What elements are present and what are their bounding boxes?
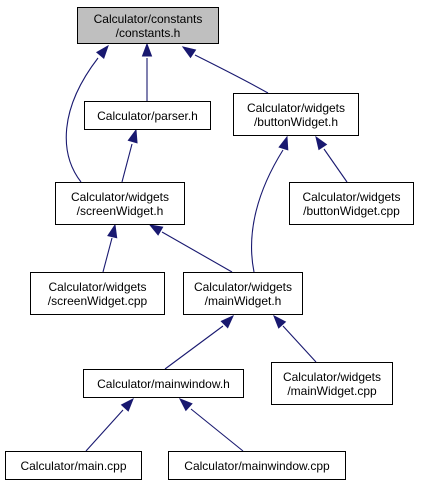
edge-main_cpp-to-mainwindow_h [85,409,124,452]
node-label-line2: /constants.h [115,25,181,40]
node-screenwidget-h[interactable]: Calculator/widgets /screenWidget.h [55,182,185,225]
edge-screen_widget_h-to-parser [121,143,133,183]
arrowhead-icon [148,224,164,236]
node-label-line2: /screenWidget.cpp [47,293,148,308]
edge-main_widget_h-to-screen_widget_h [161,231,233,273]
edge-mainwindow_cpp-to-mainwindow_h [190,408,244,452]
arrowhead-icon [273,314,287,329]
arrowhead-icon [107,223,118,239]
node-label-line1: Calculator/widgets [282,369,382,384]
edge-mainwindow_h-to-main_widget_h [164,325,224,370]
edge-screen_widget_cpp-to-screen_widget_h [102,237,113,273]
node-mainwidget-h[interactable]: Calculator/widgets /mainWidget.h [183,272,303,315]
node-label-line1: Calculator/widgets [70,189,170,204]
edge-main_widget_cpp-to-main_widget_h [282,325,317,363]
arrowhead-icon [141,42,153,57]
node-label-line1: Calculator/constants [93,11,203,26]
node-label-line1: Calculator/widgets [48,279,147,294]
node-label-line2: /screenWidget.h [76,203,164,218]
node-label-line2: /buttonWidget.h [253,114,339,129]
edge-button_widget_cpp-to-button_widget_h [323,148,348,183]
node-label-line2: /mainWidget.h [204,293,282,308]
node-mainwindow-cpp[interactable]: Calculator/mainwindow.cpp [168,451,346,480]
node-label-line1: Calculator/mainwindow.h [97,376,230,391]
node-label-line1: Calculator/widgets [246,100,346,115]
arrowhead-icon [178,398,193,412]
node-label-line1: Calculator/widgets [193,279,293,294]
arrowhead-icon [181,46,197,59]
node-label-line2: /buttonWidget.cpp [303,203,400,218]
node-label-line1: Calculator/main.cpp [20,458,127,473]
node-mainwidget-cpp[interactable]: Calculator/widgets /mainWidget.cpp [271,362,393,405]
arrowhead-icon [220,314,235,329]
arrowhead-icon [120,397,134,412]
node-screenwidget-cpp[interactable]: Calculator/widgets /screenWidget.cpp [30,272,165,315]
node-buttonwidget-h[interactable]: Calculator/widgets /buttonWidget.h [233,93,359,136]
node-mainwindow-h[interactable]: Calculator/mainwindow.h [83,369,244,398]
node-parser-h[interactable]: Calculator/parser.h [84,101,211,130]
node-main-cpp[interactable]: Calculator/main.cpp [5,451,142,480]
node-constants-h[interactable]: Calculator/constants /constants.h [77,7,219,44]
arrowhead-icon [127,128,138,144]
edge-screen_widget_h-to-constants [65,57,99,183]
arrowhead-icon [278,135,289,151]
node-label-line1: Calculator/mainwindow.cpp [184,458,330,473]
arrowhead-icon [315,135,328,151]
edge-main_widget_h-to-button_widget_h [251,149,284,273]
node-label-line1: Calculator/widgets [302,189,401,204]
node-buttonwidget-cpp[interactable]: Calculator/widgets /buttonWidget.cpp [289,182,414,225]
edge-button_widget_h-to-constants [194,54,269,94]
arrowhead-icon [95,44,109,59]
node-label-line2: /mainWidget.cpp [287,383,377,398]
node-label-line1: Calculator/parser.h [97,108,198,123]
